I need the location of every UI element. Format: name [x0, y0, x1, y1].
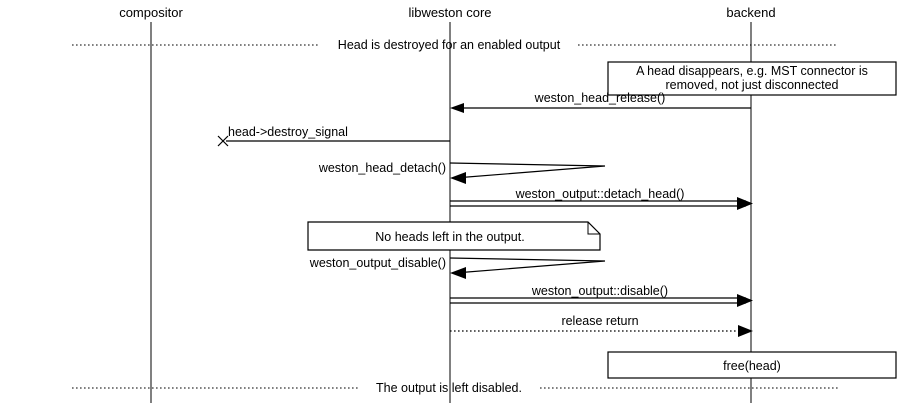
- lifeline-label-backend: backend: [726, 5, 775, 20]
- message-weston-output-disable-arrowhead: [737, 294, 753, 307]
- destroy-signal-x-icon-stroke-2: [217, 135, 229, 147]
- message-weston-output-detach-head-label: weston_output::detach_head(): [515, 187, 685, 201]
- message-weston-head-detach-arrowhead: [450, 172, 466, 184]
- note-head-disappears: A head disappears, e.g. MST connector is…: [607, 61, 897, 96]
- note-free-head-box: [607, 351, 897, 379]
- separator-bottom-label: The output is left disabled.: [376, 381, 522, 395]
- message-weston-head-release: weston_head_release(): [450, 91, 751, 113]
- message-weston-head-detach: weston_head_detach(): [318, 161, 606, 184]
- lifeline-label-libweston-core: libweston core: [408, 5, 491, 20]
- note-head-disappears-line-1: A head disappears, e.g. MST connector is: [636, 64, 868, 78]
- message-head-destroy-signal: head->destroy_signal: [217, 125, 450, 147]
- note-no-heads-left-label: No heads left in the output.: [375, 230, 524, 244]
- separator-top-label: Head is destroyed for an enabled output: [338, 38, 561, 52]
- lifeline-label-compositor: compositor: [119, 5, 183, 20]
- message-weston-output-disable-self-arrowhead: [450, 267, 466, 279]
- note-no-heads-left-box: [307, 221, 601, 251]
- message-weston-output-disable-self: weston_output_disable(): [309, 256, 606, 279]
- message-release-return-arrowhead: [738, 325, 753, 337]
- note-head-disappears-line-2: removed, not just disconnected: [665, 78, 838, 92]
- note-free-head-label: free(head): [723, 359, 781, 373]
- message-head-destroy-signal-label: head->destroy_signal: [228, 125, 348, 139]
- message-release-return: release return: [450, 314, 753, 337]
- message-weston-output-detach-head-arrowhead: [737, 197, 753, 210]
- message-weston-output-disable-self-loop: [449, 257, 606, 274]
- separator-bottom: The output is left disabled.: [72, 381, 838, 395]
- lifeline-headers: compositor libweston core backend: [119, 5, 775, 20]
- note-free-head: free(head): [607, 351, 897, 379]
- message-weston-head-release-label: weston_head_release(): [534, 91, 666, 105]
- message-weston-output-disable: weston_output::disable(): [450, 284, 753, 307]
- message-weston-output-detach-head: weston_output::detach_head(): [450, 187, 753, 210]
- message-weston-head-detach-label: weston_head_detach(): [318, 161, 446, 175]
- separator-top: Head is destroyed for an enabled output: [72, 38, 838, 52]
- message-weston-output-disable-self-label: weston_output_disable(): [309, 256, 446, 270]
- message-weston-head-detach-loop: [449, 162, 606, 179]
- message-weston-head-release-arrowhead: [450, 103, 464, 113]
- note-head-disappears-box: [607, 61, 897, 96]
- message-weston-output-disable-label: weston_output::disable(): [531, 284, 668, 298]
- note-no-heads-left-fold-icon: [587, 222, 600, 235]
- note-no-heads-left: No heads left in the output.: [307, 221, 601, 251]
- message-release-return-label: release return: [561, 314, 638, 328]
